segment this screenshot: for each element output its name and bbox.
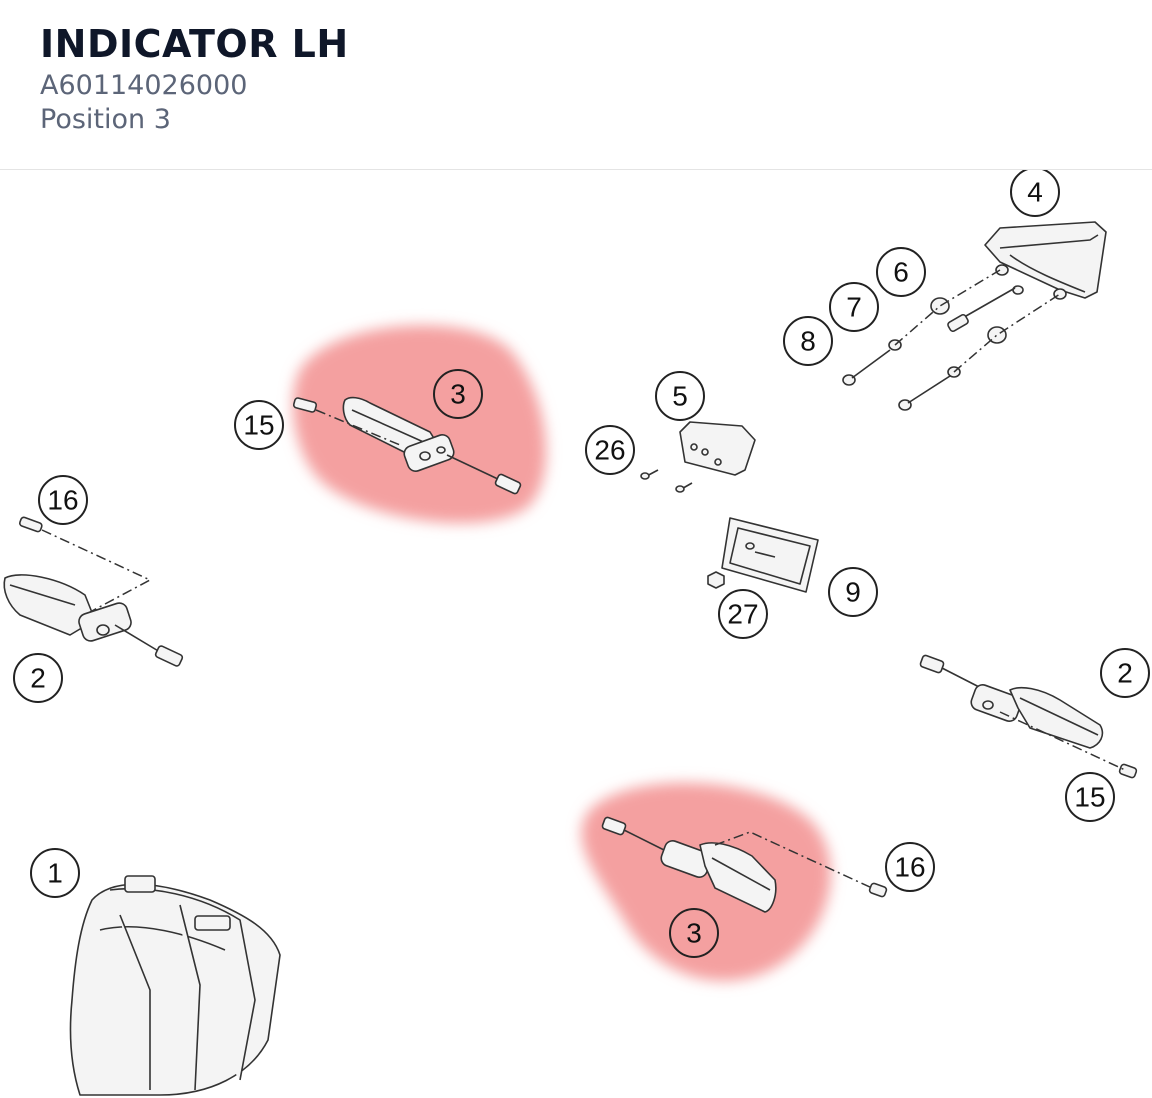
assembly-line-tail [894, 269, 1001, 346]
callout-2-left[interactable]: 2 [13, 653, 63, 703]
callout-3-upper[interactable]: 3 [433, 369, 483, 419]
callout-16-left[interactable]: 16 [38, 475, 88, 525]
callout-26-label: 26 [594, 435, 625, 466]
exploded-parts-diagram: 1 2 2 3 3 4 5 6 7 8 9 15 15 16 16 26 27 [3, 170, 1150, 1096]
callout-8-label: 8 [800, 326, 816, 357]
callout-9[interactable]: 9 [828, 567, 878, 617]
callout-16-left-label: 16 [47, 485, 78, 516]
callout-3-lower[interactable]: 3 [669, 908, 719, 958]
callout-16-lower[interactable]: 16 [885, 842, 935, 892]
callout-2-left-label: 2 [30, 663, 46, 694]
washer-part[interactable] [888, 339, 961, 378]
indicator-right-part[interactable] [919, 654, 1138, 779]
callout-1[interactable]: 1 [30, 848, 80, 898]
callout-26[interactable]: 26 [585, 425, 635, 475]
assembly-line-16-left [41, 529, 152, 613]
position-label: Position 3 [40, 104, 171, 135]
nut-part[interactable] [707, 571, 725, 589]
callout-16-lower-label: 16 [894, 852, 925, 883]
indicator-lh-lower-part[interactable] [601, 816, 888, 913]
callout-2-right[interactable]: 2 [1100, 648, 1150, 698]
callout-7[interactable]: 7 [829, 282, 879, 332]
callout-4-label: 4 [1027, 177, 1043, 208]
callout-15-right[interactable]: 15 [1065, 772, 1115, 822]
callout-9-label: 9 [845, 577, 861, 608]
callout-27-label: 27 [727, 599, 758, 630]
callout-3-upper-label: 3 [450, 379, 466, 410]
reflector-part[interactable] [721, 517, 819, 593]
screw-part[interactable] [842, 349, 951, 411]
assembly-line-15-right [999, 711, 1126, 771]
callout-7-label: 7 [846, 292, 862, 323]
assembly-line-15-upper [315, 409, 401, 446]
grommet-part[interactable] [930, 297, 1007, 344]
tail-light-part[interactable] [984, 221, 1107, 300]
callout-15-upper[interactable]: 15 [234, 400, 284, 450]
callout-15-upper-label: 15 [243, 410, 274, 441]
page-title: INDICATOR LH [40, 22, 349, 66]
headlight-fairing-part[interactable] [69, 875, 281, 1096]
bracket-part[interactable] [679, 421, 756, 476]
indicator-left-part[interactable] [3, 516, 184, 667]
assembly-line-16-lower [714, 831, 873, 889]
callout-3-lower-label: 3 [686, 918, 702, 949]
highlight-region-upper [292, 325, 547, 524]
page-header: INDICATOR LH A60114026000 Position 3 [0, 0, 1152, 170]
callout-8[interactable]: 8 [783, 316, 833, 366]
callout-15-right-label: 15 [1074, 782, 1105, 813]
callout-27[interactable]: 27 [718, 589, 768, 639]
screw-26-part[interactable] [640, 469, 693, 493]
callout-2-right-label: 2 [1117, 658, 1133, 689]
callout-4[interactable]: 4 [1010, 170, 1060, 217]
indicator-lh-upper-part[interactable] [292, 396, 522, 495]
callout-6-label: 6 [893, 257, 909, 288]
callout-6[interactable]: 6 [876, 247, 926, 297]
assembly-line-tail-2 [953, 293, 1061, 373]
highlight-region-lower [581, 782, 831, 981]
part-number: A60114026000 [40, 70, 248, 101]
callout-1-label: 1 [47, 858, 63, 889]
callout-5[interactable]: 5 [655, 371, 705, 421]
callout-5-label: 5 [672, 381, 688, 412]
spacer-part[interactable] [947, 287, 1016, 333]
